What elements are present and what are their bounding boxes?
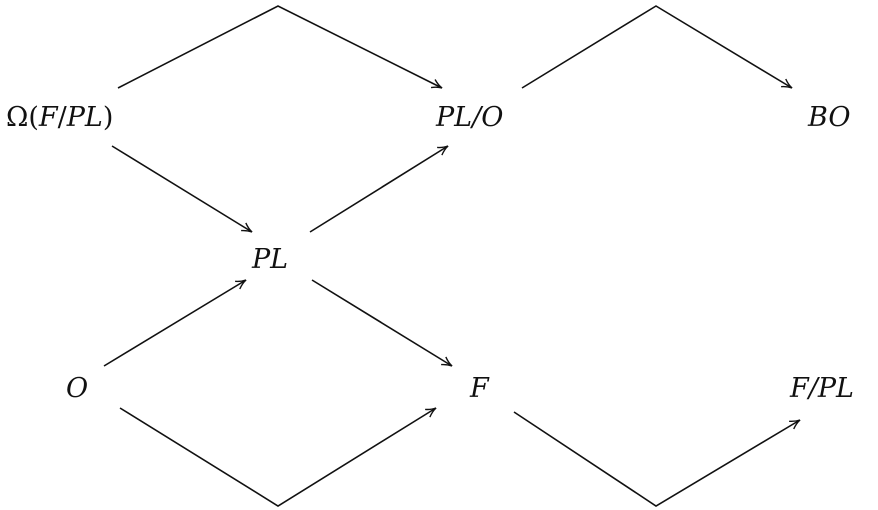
node-f-pl: F/PL [789,373,854,404]
node-pl-o: PL/O [435,102,503,133]
edges [103,5,801,507]
arrow-omega-to-pl [111,145,253,233]
node-f: F [469,373,490,404]
arrow-omega-to-pl-o [117,5,443,89]
nodes: Ω(F/PL) PL/O BO PL O F F/PL [6,102,854,404]
node-o: O [66,373,88,404]
node-omega-f-pl: Ω(F/PL) [6,102,113,133]
node-bo: BO [807,102,850,133]
arrow-pl-o-to-bo [521,5,793,89]
arrow-o-to-pl [103,279,247,367]
arrow-o-to-f [119,407,437,507]
node-pl: PL [251,244,288,275]
arrow-pl-to-pl-o [309,145,449,233]
arrow-f-to-f-pl [513,411,801,507]
arrow-pl-to-f [311,279,453,367]
